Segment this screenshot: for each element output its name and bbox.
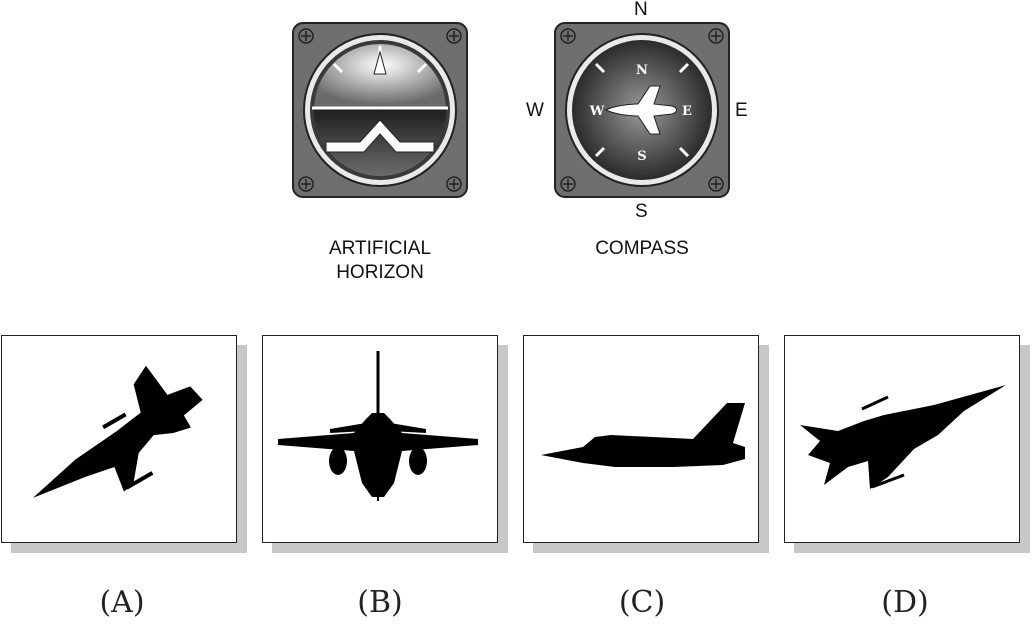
horizon-label-line2: HORIZON [336,262,424,283]
option-d-label: (D) [881,585,929,620]
compass-face-w: W [589,104,605,119]
compass-instrument: N S W E [554,22,730,198]
jet-banking-right-icon [800,385,1006,489]
option-a-label: (A) [99,585,145,620]
compass-outer-w: W [526,100,544,121]
horizon-label-line1: ARTIFICIAL [328,238,432,259]
jet-banking-climb-icon [32,365,203,498]
option-a-panel[interactable] [1,335,249,555]
compass-outer-s: S [635,201,648,222]
option-c-label: (C) [618,585,666,620]
jet-side-view-icon [541,403,745,467]
jet-front-view-icon [278,351,478,501]
compass-label: COMPASS [595,238,689,259]
compass-outer-e: E [735,100,748,121]
compass-face-s: S [637,149,646,164]
compass-face-e: E [682,104,692,119]
option-b-label: (B) [357,585,403,620]
option-b-panel[interactable] [262,335,510,555]
option-c-panel[interactable] [523,335,771,555]
compass-face-n: N [636,63,648,78]
compass-outer-n: N [634,0,648,20]
option-d-panel[interactable] [784,335,1032,555]
horizon-label: ARTIFICIAL HORIZON [290,237,470,285]
artificial-horizon-instrument [292,22,468,198]
